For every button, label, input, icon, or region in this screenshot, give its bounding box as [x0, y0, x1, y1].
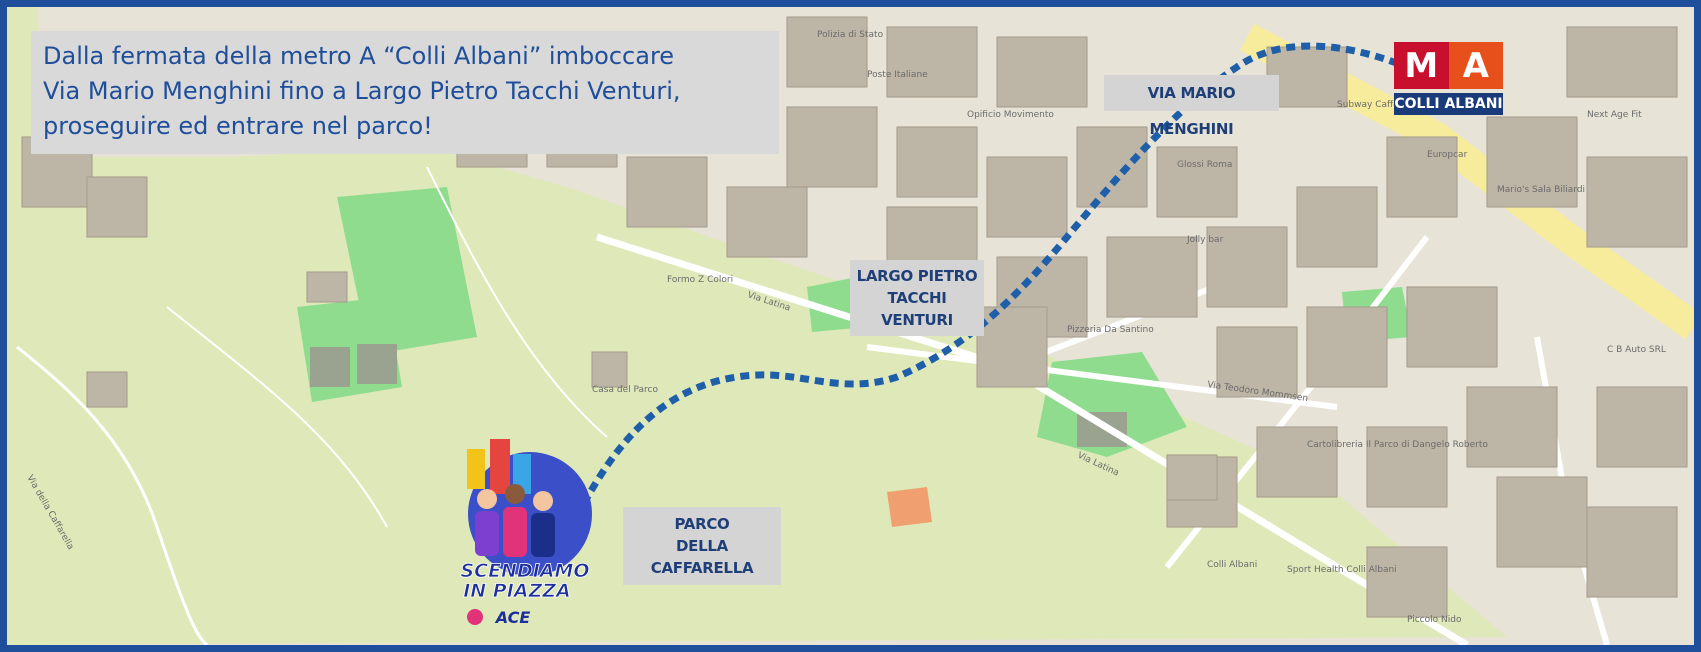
map-text-glossi: Glossi Roma — [1177, 160, 1232, 170]
logo-person-body-1 — [475, 511, 499, 556]
map-text-colli-albani-station: Colli Albani — [1207, 560, 1257, 570]
green-square — [1037, 352, 1187, 457]
event-logo-sponsor: ACE — [494, 608, 531, 627]
map-text-casa-parco: Casa del Parco — [592, 385, 658, 395]
park-path — [16, 345, 208, 645]
label-via-mario-menghini: VIA MARIO MENGHINI — [1104, 75, 1279, 138]
logo-person-body-3 — [531, 513, 555, 557]
map-text-formo: Formo Z Colori — [667, 275, 733, 285]
label-parco-line-2: DELLA CAFFARELLA — [650, 537, 754, 577]
map-text-subway: Subway Caffè — [1337, 99, 1399, 110]
metro-a-letter: A — [1448, 42, 1503, 89]
park-path — [426, 166, 608, 438]
metro-m-letter: M — [1394, 42, 1449, 89]
logo-building-1 — [467, 449, 485, 489]
label-largo-line-1: LARGO PIETRO — [856, 267, 978, 285]
buildings — [21, 16, 1688, 618]
logo-building-3 — [513, 454, 531, 494]
label-parco-caffarella: PARCO DELLA CAFFARELLA — [623, 507, 781, 585]
directions-line-2: Via Mario Menghini fino a Largo Pietro T… — [43, 77, 681, 105]
map-text-poste: Poste Italiane — [867, 70, 928, 80]
directions-line-3: proseguire ed entrare nel parco! — [43, 112, 433, 140]
label-parco-line-1: PARCO — [674, 515, 730, 533]
map-text-next-age: Next Age Fit — [1587, 110, 1642, 120]
route-line — [573, 42, 1409, 519]
map-text-cb-auto: C B Auto SRL — [1607, 345, 1666, 355]
metro-station-label: COLLI ALBANI — [1394, 93, 1503, 115]
map-text-sport-health: Sport Health Colli Albani — [1287, 565, 1397, 575]
event-logo-title-2: IN PIAZZA — [463, 580, 571, 602]
map-text-cartolibreria: Cartolibreria Il Parco di Dangelo Robert… — [1307, 440, 1488, 450]
map-text-marios: Mario's Sala Biliardi — [1497, 185, 1585, 195]
label-largo-line-2: TACCHI VENTURI — [881, 289, 953, 329]
directions-callout: Dalla fermata della metro A “Colli Alban… — [31, 31, 779, 154]
logo-person-head-2 — [505, 484, 525, 504]
logo-sponsor-dot — [467, 609, 483, 625]
map-text-piccolo-nido: Piccolo Nido — [1407, 615, 1462, 625]
logo-person-head-1 — [477, 489, 497, 509]
metro-logo: M A — [1394, 42, 1503, 89]
court-2 — [357, 344, 397, 384]
court-1 — [310, 347, 350, 387]
playground — [887, 487, 932, 527]
event-logo-icon: SCENDIAMO IN PIAZZA ACE — [460, 439, 592, 627]
directions-line-1: Dalla fermata della metro A “Colli Alban… — [43, 42, 675, 70]
metro-icon: M A COLLI ALBANI — [1394, 42, 1503, 115]
park-path — [166, 306, 388, 528]
event-logo-title-1: SCENDIAMO — [460, 560, 589, 582]
map-text-pizzeria: Pizzeria Da Santino — [1067, 325, 1154, 335]
logo-building-2 — [490, 439, 510, 494]
logo-person-head-3 — [533, 491, 553, 511]
map-text-jolly: Jolly bar — [1186, 235, 1224, 245]
map-text-opificio: Opificio Movimento — [967, 110, 1054, 120]
logo-person-body-2 — [503, 507, 527, 557]
label-largo-tacchi-venturi: LARGO PIETRO TACCHI VENTURI — [850, 260, 984, 336]
map-text-polizia: Polizia di Stato — [817, 30, 884, 40]
map-text-europcar: Europcar — [1427, 150, 1468, 160]
